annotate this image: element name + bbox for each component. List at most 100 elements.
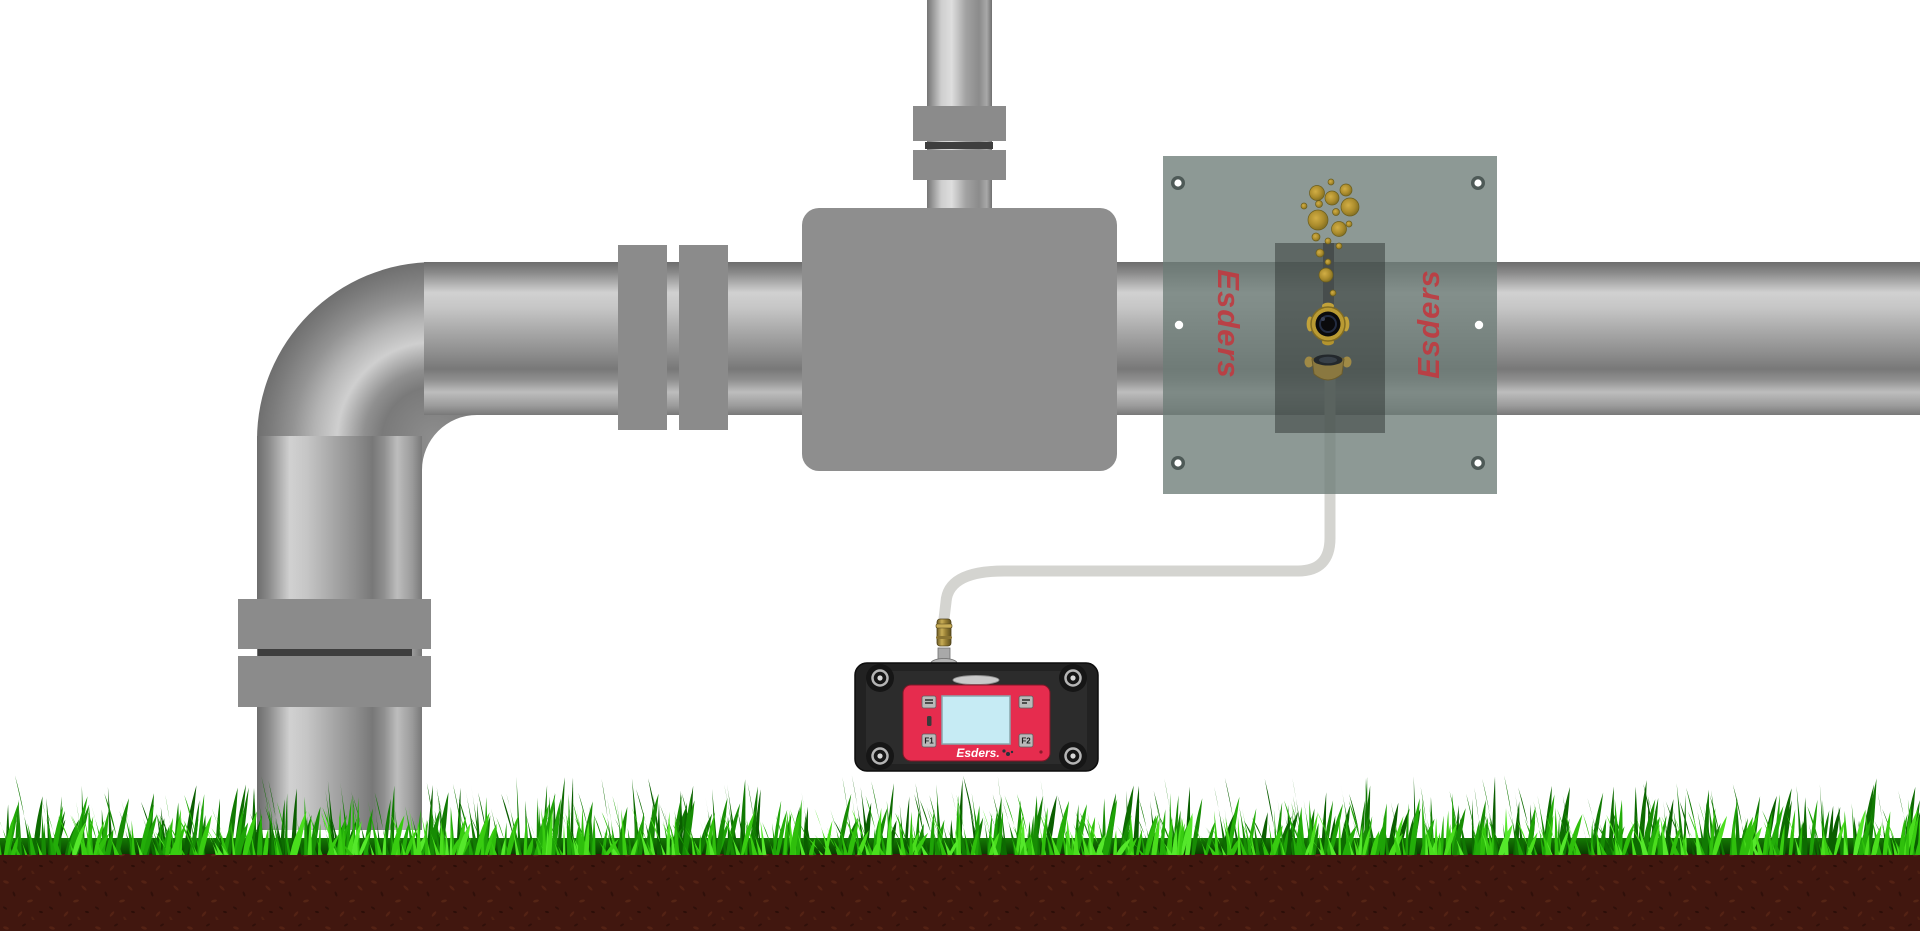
grass-blade xyxy=(1272,820,1287,855)
grass-blade xyxy=(1673,808,1681,855)
grass-blade xyxy=(814,834,832,855)
grass-blade xyxy=(913,832,929,855)
grass-blade xyxy=(1113,830,1117,855)
bubble xyxy=(1307,209,1329,231)
grass-blade xyxy=(257,786,265,855)
grass-blade xyxy=(803,806,809,855)
grass-blade xyxy=(322,807,340,855)
grass-blade xyxy=(956,794,971,855)
grass-blade xyxy=(1098,820,1109,855)
grass-blade xyxy=(104,793,123,855)
grass-blade xyxy=(131,820,136,855)
grass-blade xyxy=(1348,800,1366,855)
grass-blade xyxy=(1232,818,1247,855)
grass-blade xyxy=(603,823,617,855)
grass-blade xyxy=(1166,815,1179,855)
grass-blade xyxy=(233,807,244,855)
grass-blade xyxy=(1043,795,1057,855)
grass-blade xyxy=(1607,820,1618,855)
grass-blade xyxy=(1409,798,1420,855)
grass-blade xyxy=(1482,778,1500,855)
grass-blade xyxy=(204,825,223,855)
grass-blade xyxy=(1191,798,1203,855)
grass-blade xyxy=(32,796,43,855)
grass-blade xyxy=(772,800,782,855)
grass-blade xyxy=(1171,827,1178,855)
grass-blade xyxy=(1651,795,1665,855)
grass-blade xyxy=(687,827,702,855)
grass-blade xyxy=(1764,813,1778,855)
grass-blade xyxy=(91,805,107,855)
grass-blade xyxy=(1338,804,1351,855)
grass-blade xyxy=(125,808,136,855)
grass-blade xyxy=(1292,796,1305,855)
grass-blade xyxy=(211,808,229,855)
grass-blade xyxy=(1631,826,1648,855)
grass-blade xyxy=(1779,823,1785,855)
grass-blade xyxy=(926,806,941,855)
grass-blade xyxy=(1596,828,1602,855)
grass-blade xyxy=(1905,816,1909,855)
grass-blade xyxy=(1853,809,1866,855)
grass-blade xyxy=(649,829,656,855)
grass-blade xyxy=(814,808,832,855)
grass-blade xyxy=(1282,808,1298,855)
grass-blade xyxy=(1709,807,1716,855)
grass-blade xyxy=(1118,826,1130,855)
grass-blade xyxy=(560,810,578,855)
grass-blade xyxy=(1809,799,1818,855)
grass-blade xyxy=(915,820,930,855)
grass-blade xyxy=(753,789,761,855)
grass-blade xyxy=(368,808,383,855)
grass-blade xyxy=(425,819,429,855)
grass-blade xyxy=(1392,815,1404,855)
grass-blade xyxy=(1029,828,1035,855)
grass-blade xyxy=(725,803,741,855)
grass-blade xyxy=(1255,823,1270,855)
grass-blade xyxy=(6,826,21,855)
grass-blade xyxy=(1269,825,1283,855)
grass-blade xyxy=(1095,834,1106,855)
grass-blade xyxy=(963,775,982,855)
grass-blade xyxy=(1291,801,1303,855)
device-logo: Esders. xyxy=(956,746,999,760)
grass-blade xyxy=(93,820,105,855)
grass-blade xyxy=(1264,778,1280,855)
grass-blade xyxy=(183,785,197,855)
grass-blade xyxy=(789,809,806,855)
grass-blade xyxy=(1259,812,1268,855)
grass-blade xyxy=(18,802,22,855)
grass-blade xyxy=(270,815,280,855)
grass-blade xyxy=(574,816,591,855)
grass-blade xyxy=(1731,819,1738,855)
grass-blade xyxy=(568,793,572,855)
grass-blade xyxy=(351,791,362,855)
grass-blade xyxy=(32,831,43,855)
device-led xyxy=(1039,750,1043,754)
grass-blade xyxy=(933,818,953,855)
grass-blade xyxy=(1137,814,1147,855)
grass-blade xyxy=(1382,814,1390,855)
grass-blade xyxy=(358,831,371,855)
grass-blade xyxy=(712,815,717,855)
device-button-top-right xyxy=(1018,695,1034,709)
grass-blade xyxy=(1533,801,1546,855)
grass-blade xyxy=(1119,815,1132,855)
grass-blade xyxy=(1518,787,1537,855)
grass-blade xyxy=(1241,823,1256,855)
grass-blade xyxy=(1199,835,1218,855)
grass-blade xyxy=(1004,795,1025,855)
grass-blade xyxy=(1661,816,1680,855)
grass-blade xyxy=(1164,778,1179,855)
grass-blade xyxy=(573,807,585,855)
grass-blade xyxy=(858,825,872,855)
grass-blade xyxy=(1071,834,1074,855)
grass-blade xyxy=(382,830,387,855)
grass-blade xyxy=(601,778,614,855)
grass-blade xyxy=(1855,821,1869,855)
grass-blade xyxy=(1864,834,1870,855)
grass-blade xyxy=(892,832,904,855)
grass-blade xyxy=(1558,828,1570,855)
grass-blade xyxy=(1882,811,1891,855)
grass-blade xyxy=(445,829,449,855)
